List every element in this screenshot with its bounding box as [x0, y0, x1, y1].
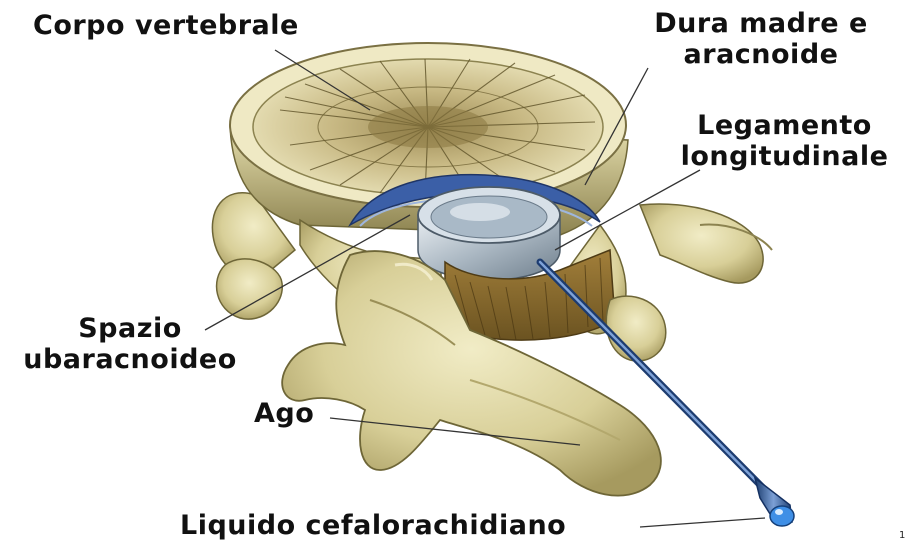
label-legamento-line2: longitudinale — [662, 141, 907, 172]
leader-liquido — [640, 518, 765, 527]
label-legamento: Legamento longitudinale — [662, 110, 907, 172]
label-dura-madre: Dura madre e aracnoide — [636, 8, 886, 70]
dural-sac — [418, 187, 560, 280]
transverse-process-right — [640, 204, 772, 283]
label-spazio-line2: ubaracnoideo — [0, 344, 260, 375]
label-corpo-vertebrale: Corpo vertebrale — [33, 10, 299, 41]
label-legamento-line1: Legamento — [662, 110, 907, 141]
page-number: 1 — [899, 530, 905, 541]
label-dura-line2: aracnoide — [636, 39, 886, 70]
label-liquido: Liquido cefalorachidiano — [180, 510, 566, 541]
label-dura-line1: Dura madre e — [636, 8, 886, 39]
label-spazio-line1: Spazio — [0, 313, 260, 344]
label-ago: Ago — [254, 398, 314, 429]
label-spazio: Spazio ubaracnoideo — [0, 313, 260, 375]
